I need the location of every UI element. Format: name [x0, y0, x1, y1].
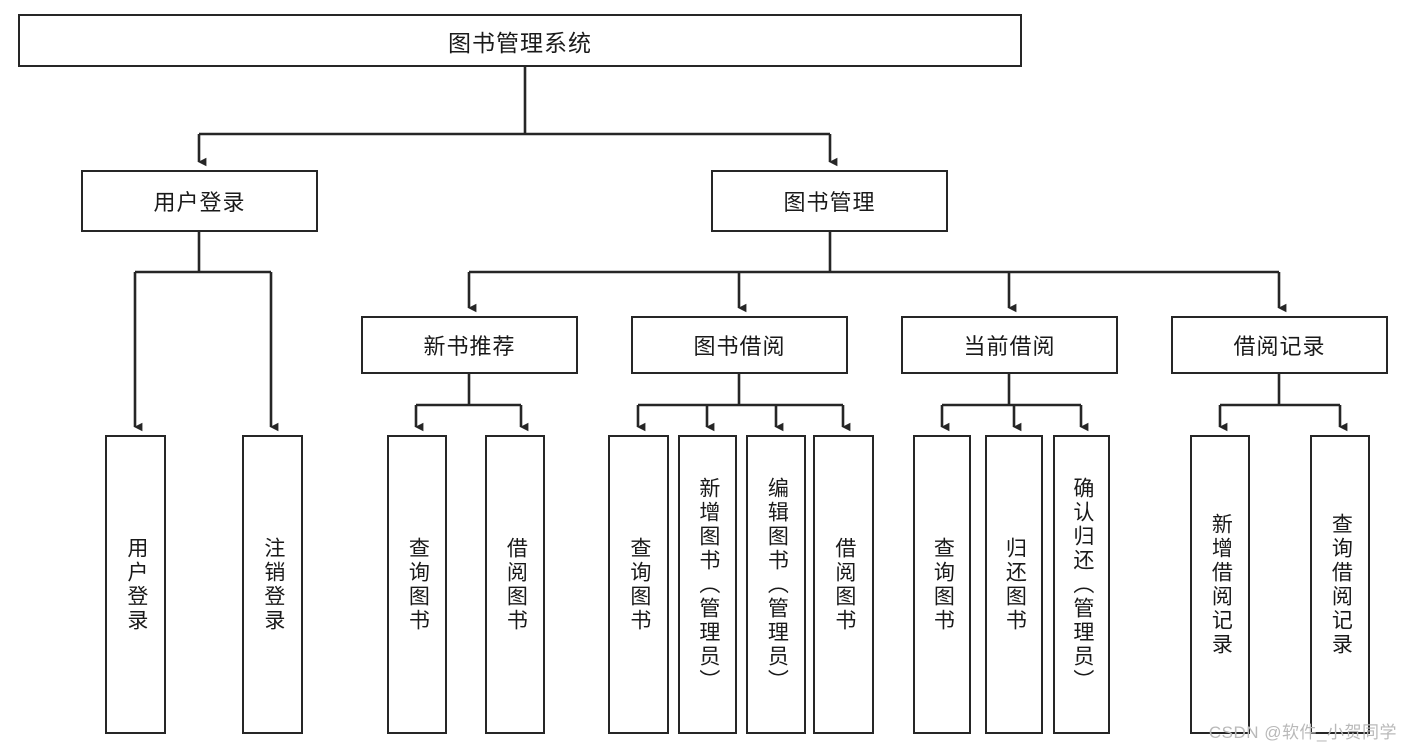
node-label: 图书管理	[783, 190, 876, 215]
leaf-query-books-current[interactable]: 查询图书	[913, 435, 971, 734]
node-label: 新增借阅记录	[1209, 512, 1233, 657]
node-book-borrow[interactable]: 图书借阅	[631, 316, 848, 374]
node-label: 借阅图书	[832, 536, 856, 633]
node-label: 查询借阅记录	[1329, 512, 1353, 657]
node-label: 借阅记录	[1233, 334, 1326, 359]
node-label: 查询图书	[406, 536, 430, 633]
node-new-book-recommend[interactable]: 新书推荐	[361, 316, 578, 374]
node-label: 查询图书	[931, 536, 955, 633]
node-root-system[interactable]: 图书管理系统	[18, 14, 1022, 67]
leaf-edit-book-admin[interactable]: 编辑图书（管理员）	[746, 435, 806, 734]
leaf-borrow-books-recommend[interactable]: 借阅图书	[485, 435, 545, 734]
node-label: 借阅图书	[504, 536, 528, 633]
leaf-query-books-recommend[interactable]: 查询图书	[387, 435, 447, 734]
node-label: 图书借阅	[693, 334, 786, 359]
leaf-add-borrow-record[interactable]: 新增借阅记录	[1190, 435, 1250, 734]
node-label: 新增图书（管理员）	[696, 476, 720, 693]
node-borrow-records[interactable]: 借阅记录	[1171, 316, 1388, 374]
leaf-add-book-admin[interactable]: 新增图书（管理员）	[678, 435, 737, 734]
node-label: 确认归还（管理员）	[1070, 476, 1094, 693]
leaf-confirm-return-admin[interactable]: 确认归还（管理员）	[1053, 435, 1110, 734]
leaf-return-books[interactable]: 归还图书	[985, 435, 1043, 734]
node-label: 归还图书	[1003, 536, 1027, 633]
leaf-user-login[interactable]: 用户登录	[105, 435, 166, 734]
leaf-query-books-borrow[interactable]: 查询图书	[608, 435, 669, 734]
node-label: 用户登录	[124, 536, 148, 633]
node-user-login[interactable]: 用户登录	[81, 170, 318, 232]
node-label: 注销登录	[261, 536, 285, 633]
leaf-query-borrow-record[interactable]: 查询借阅记录	[1310, 435, 1370, 734]
leaf-borrow-books[interactable]: 借阅图书	[813, 435, 874, 734]
node-label: 图书管理系统	[448, 29, 592, 56]
node-label: 编辑图书（管理员）	[765, 476, 789, 693]
leaf-logout[interactable]: 注销登录	[242, 435, 303, 734]
node-label: 当前借阅	[963, 334, 1056, 359]
node-label: 新书推荐	[423, 334, 516, 359]
node-label: 查询图书	[627, 536, 651, 633]
node-current-borrow[interactable]: 当前借阅	[901, 316, 1118, 374]
node-book-management[interactable]: 图书管理	[711, 170, 948, 232]
node-label: 用户登录	[153, 190, 246, 215]
